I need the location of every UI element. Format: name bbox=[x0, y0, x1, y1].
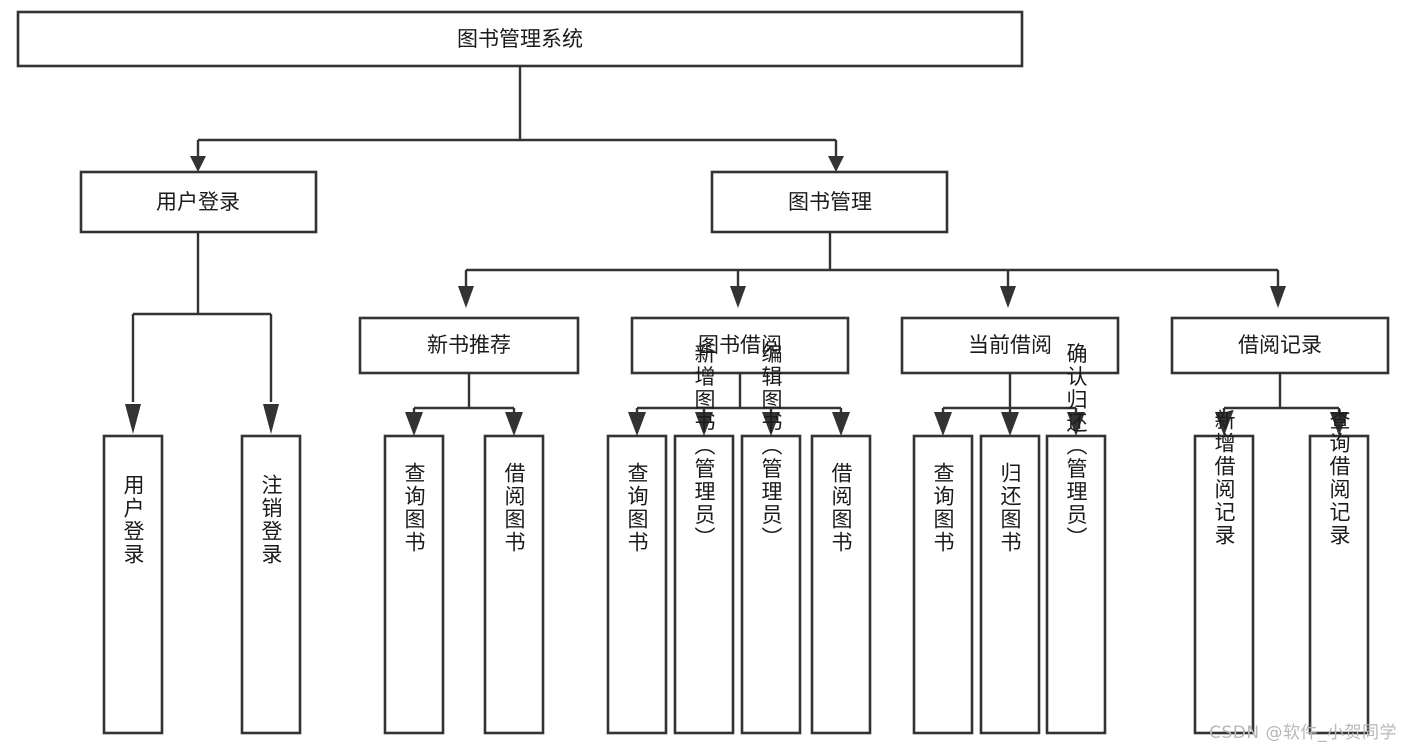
node-leaf-edit-book[interactable]: 编辑图书（管理员） bbox=[740, 343, 802, 735]
arrow-head-leaf-user-login bbox=[125, 404, 141, 434]
node-leaf-return-book-box[interactable] bbox=[979, 434, 1041, 735]
node-leaf-query-book-2[interactable]: 查询图书 bbox=[606, 434, 668, 735]
node-leaf-add-book[interactable]: 新增图书（管理员） bbox=[673, 343, 735, 735]
node-leaf-logout-box[interactable] bbox=[240, 434, 302, 735]
node-leaf-edit-book-label: 编辑图书（管理员） bbox=[759, 343, 783, 550]
node-book-manage[interactable]: 图书管理 bbox=[710, 170, 949, 234]
node-new-book-rec-box[interactable] bbox=[358, 316, 580, 375]
node-leaf-query-book-1-box[interactable] bbox=[383, 434, 445, 735]
connector-layer bbox=[125, 66, 1348, 436]
connector-book-borrow-bus bbox=[635, 373, 843, 414]
connector-user-login-bus bbox=[131, 232, 273, 402]
connector-root-bus bbox=[196, 66, 838, 158]
arrow-head-new-book-rec bbox=[458, 286, 474, 308]
node-leaf-borrow-book-2-box[interactable] bbox=[810, 434, 872, 735]
node-user-login-box[interactable] bbox=[79, 170, 318, 234]
node-book-borrow-label: 图书借阅 bbox=[698, 333, 782, 357]
node-leaf-query-record-label: 查询借阅记录 bbox=[1327, 409, 1351, 547]
node-root-label: 图书管理系统 bbox=[457, 27, 583, 51]
connector-new-book-rec-bus bbox=[412, 373, 516, 414]
node-leaf-user-login-label: 用户登录 bbox=[121, 474, 145, 566]
node-leaf-edit-book-box[interactable] bbox=[740, 434, 802, 735]
node-new-book-rec[interactable]: 新书推荐 bbox=[358, 316, 580, 375]
node-user-login[interactable]: 用户登录 bbox=[79, 170, 318, 234]
node-root[interactable]: 图书管理系统 bbox=[16, 10, 1024, 68]
arrow-head-book-manage bbox=[828, 156, 844, 172]
node-leaf-query-book-3[interactable]: 查询图书 bbox=[912, 434, 974, 735]
node-leaf-add-record-label: 新增借阅记录 bbox=[1212, 409, 1236, 547]
node-user-login-label: 用户登录 bbox=[156, 190, 240, 214]
node-leaf-query-book-2-box[interactable] bbox=[606, 434, 668, 735]
node-leaf-add-book-box[interactable] bbox=[673, 434, 735, 735]
node-leaf-query-book-3-box[interactable] bbox=[912, 434, 974, 735]
arrow-head-leaf-confirm-return bbox=[1067, 412, 1085, 436]
arrow-head-borrow-record bbox=[1270, 286, 1286, 308]
arrow-head-leaf-logout bbox=[263, 404, 279, 434]
node-leaf-query-book-1[interactable]: 查询图书 bbox=[383, 434, 445, 735]
arrow-head-leaf-add-record bbox=[1215, 412, 1233, 436]
node-leaf-return-book-label: 归还图书 bbox=[998, 462, 1022, 554]
connector-book-manage-bus bbox=[464, 232, 1280, 288]
arrow-head-book-borrow bbox=[730, 286, 746, 308]
node-leaf-user-login-box[interactable] bbox=[102, 434, 164, 735]
arrow-head-current-borrow bbox=[1000, 286, 1016, 308]
node-book-manage-label: 图书管理 bbox=[788, 190, 872, 214]
node-leaf-add-book-label: 新增图书（管理员） bbox=[692, 343, 716, 550]
node-leaf-query-record[interactable]: 查询借阅记录 bbox=[1308, 409, 1370, 735]
arrow-head-user-login bbox=[190, 156, 206, 172]
connector-current-borrow-bus bbox=[941, 373, 1078, 414]
node-leaf-return-book[interactable]: 归还图书 bbox=[979, 434, 1041, 735]
node-book-borrow[interactable]: 图书借阅 bbox=[630, 316, 850, 375]
arrow-head-leaf-query-book-3 bbox=[934, 412, 952, 436]
connector-borrow-record-bus bbox=[1222, 373, 1341, 414]
node-current-borrow[interactable]: 当前借阅 bbox=[900, 316, 1120, 375]
arrow-head-leaf-add-book bbox=[695, 412, 713, 436]
node-leaf-borrow-book-2-label: 借阅图书 bbox=[829, 462, 853, 554]
arrow-head-leaf-borrow-book-2 bbox=[832, 412, 850, 436]
node-leaf-borrow-book-1[interactable]: 借阅图书 bbox=[483, 434, 545, 735]
node-borrow-record[interactable]: 借阅记录 bbox=[1170, 316, 1390, 375]
node-root-box[interactable] bbox=[16, 10, 1024, 68]
node-leaf-logout[interactable]: 注销登录 bbox=[240, 434, 302, 735]
node-leaf-add-record-box[interactable] bbox=[1193, 434, 1255, 735]
arrow-head-leaf-return-book bbox=[1001, 412, 1019, 436]
node-current-borrow-label: 当前借阅 bbox=[968, 333, 1052, 357]
node-leaf-borrow-book-1-box[interactable] bbox=[483, 434, 545, 735]
node-leaf-confirm-return[interactable]: 确认归还（管理员） bbox=[1045, 343, 1107, 735]
node-book-manage-box[interactable] bbox=[710, 170, 949, 234]
arrow-head-leaf-borrow-book-1 bbox=[505, 412, 523, 436]
arrow-head-leaf-query-book-2 bbox=[628, 412, 646, 436]
arrow-head-leaf-edit-book bbox=[762, 412, 780, 436]
node-new-book-rec-label: 新书推荐 bbox=[427, 333, 511, 357]
node-leaf-query-book-1-label: 查询图书 bbox=[402, 462, 426, 554]
node-leaf-add-record[interactable]: 新增借阅记录 bbox=[1193, 409, 1255, 735]
node-borrow-record-label: 借阅记录 bbox=[1238, 333, 1322, 357]
node-leaf-borrow-book-1-label: 借阅图书 bbox=[502, 462, 526, 554]
node-book-borrow-box[interactable] bbox=[630, 316, 850, 375]
node-leaf-confirm-return-label: 确认归还（管理员） bbox=[1064, 343, 1088, 550]
arrow-head-leaf-query-record bbox=[1330, 412, 1348, 436]
node-leaf-user-login[interactable]: 用户登录 bbox=[102, 434, 164, 735]
node-borrow-record-box[interactable] bbox=[1170, 316, 1390, 375]
node-leaf-query-book-3-label: 查询图书 bbox=[931, 462, 955, 554]
node-leaf-borrow-book-2[interactable]: 借阅图书 bbox=[810, 434, 872, 735]
node-leaf-confirm-return-box[interactable] bbox=[1045, 434, 1107, 735]
node-leaf-logout-label: 注销登录 bbox=[259, 474, 283, 566]
arrow-head-leaf-query-book-1 bbox=[405, 412, 423, 436]
node-current-borrow-box[interactable] bbox=[900, 316, 1120, 375]
node-leaf-query-record-box[interactable] bbox=[1308, 434, 1370, 735]
node-leaf-query-book-2-label: 查询图书 bbox=[625, 462, 649, 554]
